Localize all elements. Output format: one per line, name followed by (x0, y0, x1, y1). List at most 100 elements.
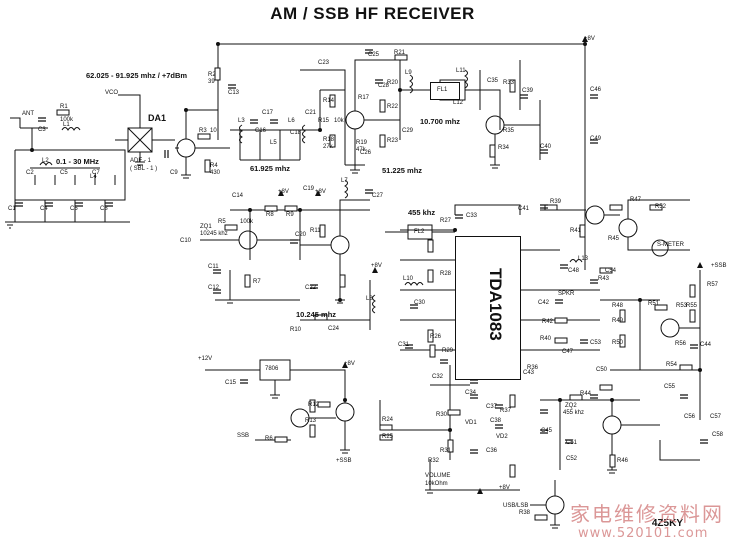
plus8v-label-5: +8V (344, 361, 355, 367)
c32-ref: C32 (432, 374, 444, 380)
band-label: 0.1 - 30 MHz (56, 157, 99, 166)
r40-ref: R40 (540, 336, 552, 342)
r25-ref: R25 (382, 434, 394, 440)
c7-ref: C7 (92, 170, 100, 176)
r18-value: 27k (323, 144, 333, 150)
r2-ref: R2 (208, 72, 216, 78)
c45-ref: C45 (541, 428, 553, 434)
c20-ref: C20 (295, 232, 307, 238)
c13-ref: C13 (228, 90, 240, 96)
da1-label: DA1 (148, 113, 167, 123)
c49-ref: C49 (590, 136, 602, 142)
antenna-input (10, 117, 33, 150)
r43-ref: R43 (598, 276, 610, 282)
r28-ref: R28 (440, 271, 452, 277)
r42-ref: R42 (542, 319, 554, 325)
c38-ref: C38 (490, 418, 502, 424)
r41-ref: R41 (570, 228, 582, 234)
c53-ref: C53 (590, 340, 602, 346)
c9-ref: C9 (170, 170, 178, 176)
c18-ref: C18 (290, 130, 302, 136)
c36-ref: C36 (486, 448, 498, 454)
coil-l8 (372, 294, 376, 314)
vco-range-label: 62.025 - 91.925 mhz / +7dBm (86, 71, 188, 80)
c21-ref: C21 (305, 110, 317, 116)
c50-ref: C50 (596, 367, 608, 373)
c4-ref: C4 (40, 206, 48, 212)
plus12v-label: +12V (198, 356, 213, 362)
c40-ref: C40 (540, 144, 552, 150)
l6-ref: L6 (288, 118, 295, 124)
c28-ref: C28 (378, 83, 390, 89)
c57-ref: C57 (710, 414, 722, 420)
r30-ref: R30 (436, 412, 448, 418)
if1-label: 61.925 mhz (250, 164, 291, 173)
smeter-label: S-METER (657, 242, 684, 248)
watermark-url: www.520101.com (578, 526, 709, 541)
plus8v-label-6: +8V (499, 485, 510, 491)
r56-ref: R56 (675, 341, 687, 347)
transistor-q8 (660, 318, 680, 338)
ssb-label-2: +SSB (336, 458, 352, 464)
r38-ref: R38 (519, 510, 531, 516)
mixer-label: ADE - 1 (130, 158, 152, 164)
zq2-freq: 455 khz (563, 410, 585, 416)
r5-ref: R5 (218, 219, 226, 225)
c52-ref: C52 (566, 456, 578, 462)
r50-ref: R50 (612, 340, 624, 346)
supply-rail-top (218, 43, 586, 232)
transistor-q5 (330, 235, 350, 255)
if3-label: 455 khz (408, 208, 436, 217)
r48-ref: R48 (612, 303, 624, 309)
l5-ref: L5 (270, 140, 277, 146)
coil-l2 (39, 162, 53, 166)
vco-label: VCO (105, 90, 119, 96)
c31-ref: C31 (398, 342, 410, 348)
r55-ref: R55 (686, 303, 698, 309)
coil-l9 (409, 74, 413, 94)
c5-ref: C5 (60, 170, 68, 176)
zq1-label: ZQ1 (200, 224, 212, 230)
coil-l10 (404, 282, 424, 286)
r54-ref: R54 (666, 362, 678, 368)
r5-value: 100k (240, 219, 254, 225)
r46-ref: R46 (617, 458, 629, 464)
fl1-label: FL1 (437, 87, 448, 93)
mixer-alt-label: ( SBL - 1 ) (130, 166, 158, 172)
r18-ref: R18 (323, 137, 335, 143)
spkr-label: SPKR (558, 291, 575, 297)
c10-ref: C10 (180, 238, 192, 244)
coil-l6 (302, 124, 306, 144)
l8-ref: L8 (366, 296, 373, 302)
c14-ref: C14 (232, 193, 244, 199)
c46-ref: C46 (590, 87, 602, 93)
r9-ref: R9 (286, 212, 294, 218)
r15-value: 10k (334, 118, 344, 124)
c19-ref: C19 (303, 186, 315, 192)
c27-ref: C27 (372, 193, 384, 199)
ssb-label-3: SSB (237, 433, 250, 439)
r13-ref: R13 (305, 418, 317, 424)
c35-ref: C35 (487, 78, 499, 84)
transistor-q10 (335, 402, 355, 422)
ant-label: ANT (22, 111, 34, 117)
r19-value: 47k (356, 147, 366, 153)
c15-ref: C15 (225, 380, 237, 386)
fl2-label: FL2 (414, 229, 425, 235)
r33-ref: R33 (503, 80, 515, 86)
l4-ref: L4 (90, 174, 97, 180)
r29-ref: R29 (442, 348, 454, 354)
transistor-q4 (485, 115, 505, 135)
volume-value: 10kOhm (425, 481, 448, 487)
r8-ref: R8 (266, 212, 274, 218)
c12-ref: C12 (208, 285, 220, 291)
r6-ref: R6 (265, 436, 273, 442)
r20-ref: R20 (387, 80, 399, 86)
r7-ref: R7 (253, 279, 261, 285)
c58-ref: C58 (712, 432, 724, 438)
l13-ref: L13 (578, 256, 589, 262)
c29-ref: C29 (402, 128, 414, 134)
l7-ref: L7 (341, 178, 348, 184)
if2-label: 10.700 mhz (420, 117, 461, 126)
c30-ref: C30 (414, 300, 426, 306)
